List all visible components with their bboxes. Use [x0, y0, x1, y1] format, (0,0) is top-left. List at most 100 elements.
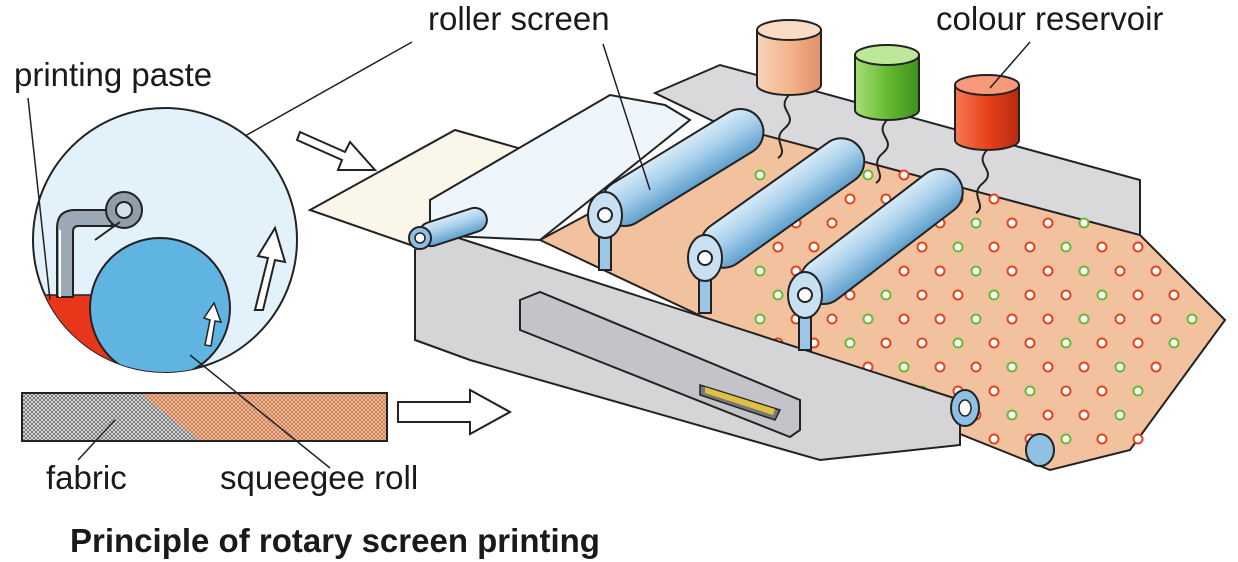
- print-dot: [898, 265, 910, 277]
- print-dot: [1078, 313, 1090, 325]
- colour-reservoir-orange: [756, 19, 822, 159]
- print-dot: [1114, 313, 1126, 325]
- print-dot: [898, 313, 910, 325]
- print-dot: [952, 289, 964, 301]
- print-dot: [1078, 265, 1090, 277]
- print-dot: [1132, 385, 1144, 397]
- print-dot: [1060, 241, 1072, 253]
- roller-screen-2: [687, 137, 866, 314]
- print-dot: [880, 337, 892, 349]
- label-squeegee-roll: squeegee roll: [220, 459, 418, 496]
- print-dot: [1114, 265, 1126, 277]
- print-dot: [1150, 265, 1162, 277]
- label-printing-paste: printing paste: [14, 56, 212, 93]
- print-dot: [1006, 265, 1018, 277]
- print-dot: [1150, 313, 1162, 325]
- print-dot: [1042, 409, 1054, 421]
- print-dot: [772, 289, 784, 301]
- machine-front-panel: [414, 230, 961, 462]
- print-dot: [862, 313, 874, 325]
- print-dot: [1096, 337, 1108, 349]
- print-dot: [1096, 289, 1108, 301]
- print-dot: [844, 193, 856, 205]
- colour-reservoir-red: [954, 74, 1020, 214]
- print-dot: [1042, 313, 1054, 325]
- print-dot: [970, 217, 982, 229]
- print-dot: [952, 241, 964, 253]
- print-dot: [862, 169, 874, 181]
- print-dot: [952, 337, 964, 349]
- print-dot: [1114, 409, 1126, 421]
- print-dot: [988, 385, 1000, 397]
- print-dot: [1060, 385, 1072, 397]
- print-dot: [1042, 361, 1054, 373]
- print-dot: [844, 337, 856, 349]
- print-dot: [898, 169, 910, 181]
- print-dot: [1006, 361, 1018, 373]
- print-dot: [1006, 217, 1018, 229]
- print-dot: [1078, 217, 1090, 229]
- colour-reservoir-green: [854, 44, 920, 184]
- print-dot: [1168, 337, 1180, 349]
- print-dot: [880, 289, 892, 301]
- print-dot: [988, 289, 1000, 301]
- feed-direction-arrow: [295, 130, 378, 171]
- print-dot: [754, 265, 766, 277]
- print-dot: [988, 337, 1000, 349]
- print-dot: [1186, 313, 1198, 325]
- print-dot: [1024, 241, 1036, 253]
- print-dot: [916, 241, 928, 253]
- print-dot: [1024, 289, 1036, 301]
- print-dot: [1006, 313, 1018, 325]
- label-colour-reservoir: colour reservoir: [936, 0, 1163, 37]
- print-dot: [826, 217, 838, 229]
- fabric-strip: [21, 392, 388, 442]
- print-dot: [754, 313, 766, 325]
- print-dot: [988, 193, 1000, 205]
- print-dot: [934, 265, 946, 277]
- print-dot: [754, 169, 766, 181]
- print-dot: [1060, 433, 1072, 445]
- guide-roller-left: [408, 206, 488, 250]
- print-dot: [826, 313, 838, 325]
- print-dot: [772, 241, 784, 253]
- roller-screens: [587, 108, 964, 351]
- print-dot: [988, 433, 1000, 445]
- print-dot: [898, 361, 910, 373]
- print-dot: [1132, 289, 1144, 301]
- print-dot: [1096, 385, 1108, 397]
- print-dot: [1024, 337, 1036, 349]
- print-dot: [1150, 361, 1162, 373]
- print-dot: [1096, 241, 1108, 253]
- print-dot: [1042, 217, 1054, 229]
- leader-lines: [27, 41, 1031, 469]
- print-dot: [1060, 337, 1072, 349]
- print-dot: [1114, 361, 1126, 373]
- fabric-direction-arrow: [397, 388, 513, 436]
- print-dot: [1060, 289, 1072, 301]
- print-dot: [934, 361, 946, 373]
- print-dot: [808, 241, 820, 253]
- print-dot: [916, 337, 928, 349]
- label-roller-screen: roller screen: [428, 0, 610, 37]
- diagram-caption: Principle of rotary screen printing: [70, 522, 600, 559]
- print-dot: [1078, 409, 1090, 421]
- guide-roller-right: [950, 389, 1055, 467]
- print-dot: [1006, 409, 1018, 421]
- print-dot: [970, 361, 982, 373]
- print-dot: [916, 289, 928, 301]
- print-dot: [1132, 241, 1144, 253]
- print-dot: [1024, 385, 1036, 397]
- label-fabric: fabric: [46, 459, 127, 496]
- principle-detail-circle: [32, 107, 298, 373]
- print-dot: [1096, 433, 1108, 445]
- print-dot: [934, 313, 946, 325]
- print-dot: [970, 313, 982, 325]
- print-dot: [1042, 265, 1054, 277]
- squeegee-roll-shape: [89, 237, 231, 372]
- print-dot: [1132, 337, 1144, 349]
- roller-screen-3: [787, 167, 964, 351]
- print-dot: [1132, 433, 1144, 445]
- print-dot: [970, 265, 982, 277]
